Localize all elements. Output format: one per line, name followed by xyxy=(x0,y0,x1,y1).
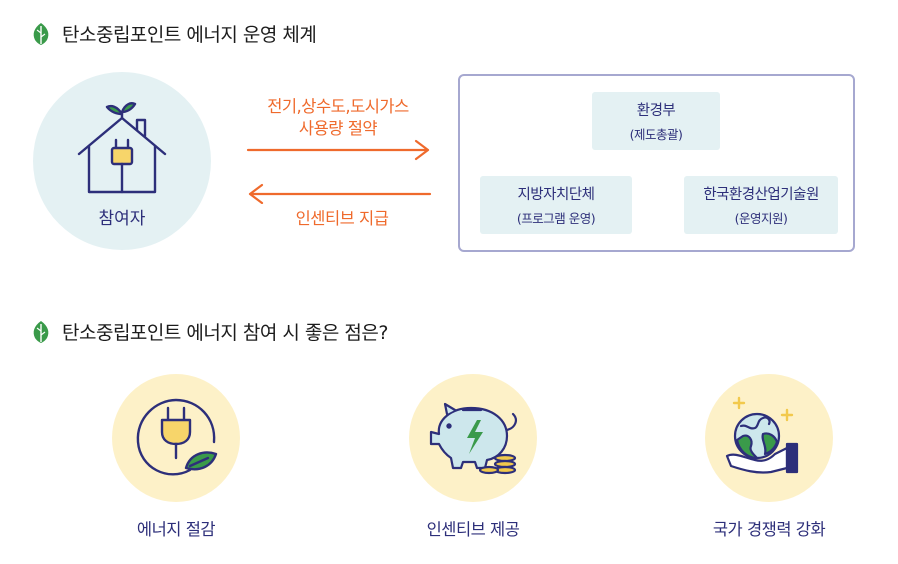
leaf-icon xyxy=(33,22,49,45)
saving-line-1: 전기,상수도,도시가스 xyxy=(267,97,409,116)
benefit-label: 에너지 절감 xyxy=(136,520,216,539)
benefit-circle xyxy=(112,374,240,502)
operation-section-title: 탄소중립포인트 에너지 운영 체계 xyxy=(30,20,317,47)
operation-title-text: 탄소중립포인트 에너지 운영 체계 xyxy=(62,24,317,46)
benefit-circle xyxy=(409,374,537,502)
saving-line-2: 사용량 절약 xyxy=(298,119,378,138)
saving-text: 전기,상수도,도시가스 사용량 절약 xyxy=(238,96,438,140)
right-arrow xyxy=(246,139,430,161)
org-ministry-of-environment: 환경부 (제도총괄) xyxy=(592,92,720,150)
benefit-incentive: 인센티브 제공 xyxy=(373,374,573,540)
globe-hand-icon xyxy=(725,396,799,474)
org-local-government: 지방자치단체 (프로그램 운영) xyxy=(480,176,632,234)
org-role: (프로그램 운영) xyxy=(516,211,596,226)
benefit-national-competitiveness: 국가 경쟁력 강화 xyxy=(669,374,869,540)
organization-box: 환경부 (제도총괄) 지방자치단체 (프로그램 운영) 한국환경산업기술원 (운… xyxy=(458,74,855,252)
left-arrow xyxy=(248,183,432,204)
flow-arrows xyxy=(246,139,432,204)
org-name: 지방자치단체 xyxy=(517,187,595,203)
house-plug-icon xyxy=(77,102,167,194)
org-name: 한국환경산업기술원 xyxy=(703,187,819,203)
benefit-label: 국가 경쟁력 강화 xyxy=(712,520,826,539)
benefits-title-text: 탄소중립포인트 에너지 참여 시 좋은 점은? xyxy=(62,322,388,344)
plug-leaf-icon xyxy=(136,398,218,476)
org-keiti: 한국환경산업기술원 (운영지원) xyxy=(684,176,838,234)
benefit-energy-saving: 에너지 절감 xyxy=(76,374,276,540)
benefit-label: 인센티브 제공 xyxy=(426,520,520,539)
participant-label: 참여자 xyxy=(98,209,146,229)
benefits-section-title: 탄소중립포인트 에너지 참여 시 좋은 점은? xyxy=(30,318,388,345)
org-role: (운영지원) xyxy=(734,211,788,226)
org-name: 환경부 xyxy=(636,103,676,119)
org-role: (제도총괄) xyxy=(629,127,683,142)
benefit-circle xyxy=(705,374,833,502)
participant-circle: 참여자 xyxy=(33,72,211,250)
leaf-icon xyxy=(33,320,49,343)
incentive-text: 인센티브 지급 xyxy=(295,209,389,228)
piggy-bank-icon xyxy=(429,402,517,475)
